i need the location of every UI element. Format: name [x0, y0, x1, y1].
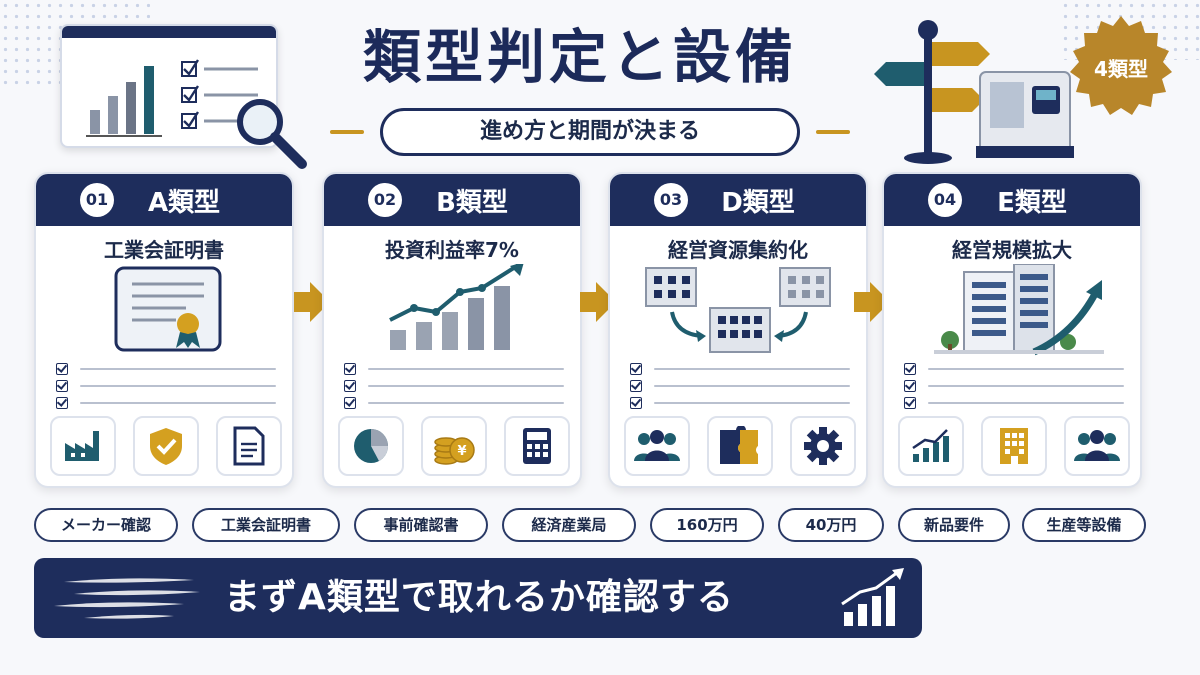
arrow-right-icon: [580, 282, 616, 322]
conclusion-banner: まずA類型で取れるか確認する: [34, 558, 922, 638]
subtitle-text: 進め方と期間が決まる: [380, 108, 800, 156]
card-type-title: D類型: [721, 187, 795, 218]
card-number: 03: [654, 183, 688, 217]
tag-amount-160: 160万円: [650, 508, 764, 542]
growth-chart-icon: [898, 416, 964, 476]
badge-label: 4類型: [1094, 57, 1148, 81]
document-icon: [216, 416, 282, 476]
coins-yen-icon: ¥: [421, 416, 487, 476]
speed-lines-icon: [54, 578, 200, 619]
tag-meti-bureau: 経済産業局: [502, 508, 636, 542]
card-subtitle: 経営資源集約化: [668, 238, 808, 262]
magnifier-icon: [237, 99, 307, 169]
tag-new-product: 新品要件: [898, 508, 1010, 542]
card-type-d: 03 D類型 経営資源集約化: [608, 172, 868, 488]
growth-bar-chart-icon: [389, 264, 524, 350]
calculator-icon: [504, 416, 570, 476]
team-icon: [624, 416, 690, 476]
checklist: [344, 360, 564, 411]
card-number: 01: [80, 183, 114, 217]
card-subtitle: 経営規模拡大: [952, 238, 1072, 262]
card-header: 02 B類型: [324, 174, 580, 226]
arrow-right-icon: [854, 282, 890, 322]
checklist: [630, 360, 850, 411]
four-types-badge: 4類型: [1066, 14, 1176, 124]
banner-text: まずA類型で取れるか確認する: [224, 577, 734, 618]
buildings-merge-icon: [645, 267, 831, 353]
card-type-b: 02 B類型 投資利益率7% ¥: [322, 172, 582, 488]
card-header: 04 E類型: [884, 174, 1140, 226]
card-number: 02: [368, 183, 402, 217]
card-type-title: A類型: [147, 187, 221, 218]
tag-pre-confirmation: 事前確認書: [354, 508, 488, 542]
card-type-title: B類型: [436, 187, 508, 218]
checklist: [904, 360, 1124, 411]
keyword-tags: メーカー確認 工業会証明書 事前確認書 経済産業局 160万円 40万円 新品要…: [34, 508, 1154, 544]
team-icon: [1064, 416, 1130, 476]
tag-maker-check: メーカー確認: [34, 508, 178, 542]
subtitle-pill: 進め方と期間が決まる: [330, 108, 850, 156]
signpost-machine-illustration: [874, 20, 1074, 164]
card-type-a: 01 A類型 工業会証明書: [34, 172, 294, 488]
tag-amount-40: 40万円: [778, 508, 884, 542]
arrow-right-icon: [294, 282, 330, 322]
card-subtitle: 投資利益率7%: [385, 238, 519, 262]
card-number: 04: [928, 183, 962, 217]
office-building-growth-icon: [934, 264, 1104, 356]
pie-chart-icon: [338, 416, 404, 476]
shield-check-icon: [133, 416, 199, 476]
card-type-title: E類型: [997, 187, 1067, 218]
tag-production-equipment: 生産等設備: [1022, 508, 1146, 542]
card-subtitle: 工業会証明書: [104, 238, 224, 262]
card-type-e: 04 E類型 経営規模拡大: [882, 172, 1142, 488]
certificate-icon: [114, 266, 222, 352]
gold-seal-icon: [1070, 16, 1172, 115]
page-title: 類型判定と設備: [362, 23, 797, 91]
building-icon: [981, 416, 1047, 476]
puzzle-icon: [707, 416, 773, 476]
bar-chart-checklist-icon: [86, 59, 258, 137]
svg-text:¥: ¥: [457, 444, 466, 459]
checklist: [56, 360, 276, 411]
gear-icon: [790, 416, 856, 476]
card-header: 03 D類型: [610, 174, 866, 226]
factory-icon: [50, 416, 116, 476]
card-header: 01 A類型: [36, 174, 292, 226]
rising-bars-icon: [841, 568, 904, 626]
tag-industry-certificate: 工業会証明書: [192, 508, 340, 542]
